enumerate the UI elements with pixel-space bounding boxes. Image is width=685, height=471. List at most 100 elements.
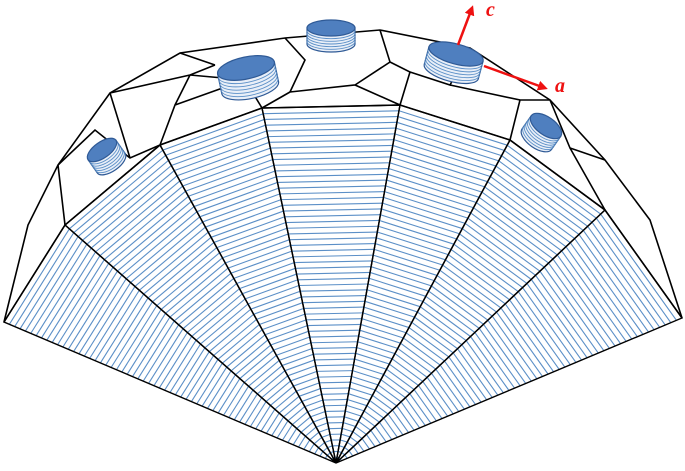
fibre-stripe — [356, 346, 393, 360]
fibre-stripe — [379, 219, 455, 245]
fibre-stripe — [230, 339, 269, 372]
fibre-stripe — [413, 389, 437, 422]
sector-outline — [335, 208, 684, 464]
fibre-stripe — [227, 244, 291, 269]
fibre-stripe — [384, 191, 469, 219]
fibre-stripe — [324, 439, 332, 444]
fibre-stripe — [160, 257, 223, 310]
fibre-stripe — [294, 260, 373, 264]
fibre-stripe — [46, 255, 101, 341]
fibre-stripe — [226, 334, 266, 368]
fibre-stripe — [322, 447, 328, 452]
fibre-stripe — [291, 411, 308, 426]
fibre-stripe — [185, 159, 273, 192]
fibre-stripe — [526, 283, 582, 361]
fibre-stripe — [230, 250, 293, 274]
fibre-stripe — [187, 288, 240, 333]
fibre-stripe — [600, 213, 677, 321]
fibre-stripe — [89, 286, 136, 359]
fibre-stripe — [385, 185, 471, 214]
platelet-layer — [426, 52, 482, 73]
fibre-stripe — [300, 289, 367, 292]
fibre-stripe — [350, 381, 376, 391]
fibre-stripe — [143, 236, 212, 295]
fibre-stripe — [370, 430, 382, 445]
fibre-stripe — [509, 299, 560, 370]
fibre-stripe — [375, 243, 443, 266]
platelet — [86, 137, 127, 176]
fibre-stripe — [239, 267, 296, 290]
fibre-stripe — [569, 242, 638, 338]
fibre-stripe — [147, 242, 215, 299]
fibre-stripe — [496, 311, 543, 377]
fibre-stripe — [30, 243, 88, 334]
fibre-sectors — [2, 104, 684, 464]
fibre-stripe — [474, 332, 516, 389]
c-axis-arrow — [456, 5, 475, 46]
fibre-stripe — [297, 277, 370, 281]
fibre-stripe — [352, 431, 363, 439]
fibre-stripe — [459, 233, 528, 284]
fibre-stripe — [344, 416, 359, 422]
fibre-stripe — [500, 307, 549, 375]
fibre-stripe — [358, 335, 398, 349]
fibre-stripe — [196, 362, 223, 405]
platelet-layer — [306, 41, 356, 50]
fibre-stripe — [256, 302, 303, 320]
fibre-stripe — [346, 404, 365, 412]
fibre-stripe — [363, 306, 412, 323]
fibre-stripe — [364, 300, 415, 318]
fibre-stripe — [169, 343, 201, 393]
fibre-stripe — [296, 416, 311, 429]
fibre-stripe — [403, 337, 441, 366]
fibre-stripe — [417, 385, 443, 419]
fibre-stripe — [291, 248, 375, 252]
fibre-stripe — [110, 301, 153, 368]
fibre-stripe — [349, 387, 373, 396]
fibre-stripe — [347, 398, 368, 407]
fibre-stripe — [179, 147, 271, 182]
fibre-stripe — [318, 442, 325, 449]
fibre-stripe — [383, 417, 398, 438]
fibre-stripe — [137, 320, 175, 380]
fibre-stripe — [275, 167, 389, 172]
fibre-stripe — [513, 295, 566, 368]
fibre-stripe — [125, 216, 201, 280]
fibre-stripe — [448, 356, 482, 403]
fibre-stripe — [363, 410, 380, 423]
fibre-stripe — [243, 354, 277, 383]
fibre-stripe — [565, 246, 633, 340]
fibre-stripe — [287, 428, 298, 443]
fibre-stripe — [313, 416, 327, 423]
fibre-stripe — [339, 439, 348, 443]
fibre-stripe — [264, 319, 307, 336]
fibre-stripe — [359, 329, 401, 344]
fibre-stripe — [552, 258, 616, 347]
fibre-stripe — [517, 291, 571, 366]
fibre-stripe — [108, 195, 189, 264]
fibre-stripe — [8, 228, 70, 325]
fibre-stripe — [370, 266, 432, 287]
fibre-stripe — [235, 344, 272, 376]
fibre-stripe — [222, 233, 289, 259]
fibre-stripe — [250, 290, 301, 310]
fibre-stripe — [94, 289, 140, 361]
fibre-stripe — [264, 115, 398, 121]
fibre-stripe — [548, 262, 610, 349]
fibre-stripe — [344, 446, 350, 452]
fibre-stripe — [388, 363, 419, 386]
platelet-layer — [90, 144, 121, 167]
fibre-stripe — [378, 225, 452, 250]
fibre-stripe — [121, 211, 198, 276]
fibre-stripe — [320, 387, 350, 390]
platelet-layer — [89, 142, 119, 165]
fibre-stripe — [530, 279, 588, 359]
fibre-stripe — [41, 251, 97, 339]
fibre-stripe — [380, 214, 457, 240]
fibre-stripe — [273, 336, 310, 351]
fibre-stripe — [322, 398, 348, 401]
fibre-sector — [335, 138, 607, 464]
fibre-stripe — [152, 247, 218, 303]
fibre-stripe — [439, 364, 471, 408]
fibre-stripe — [342, 427, 354, 433]
